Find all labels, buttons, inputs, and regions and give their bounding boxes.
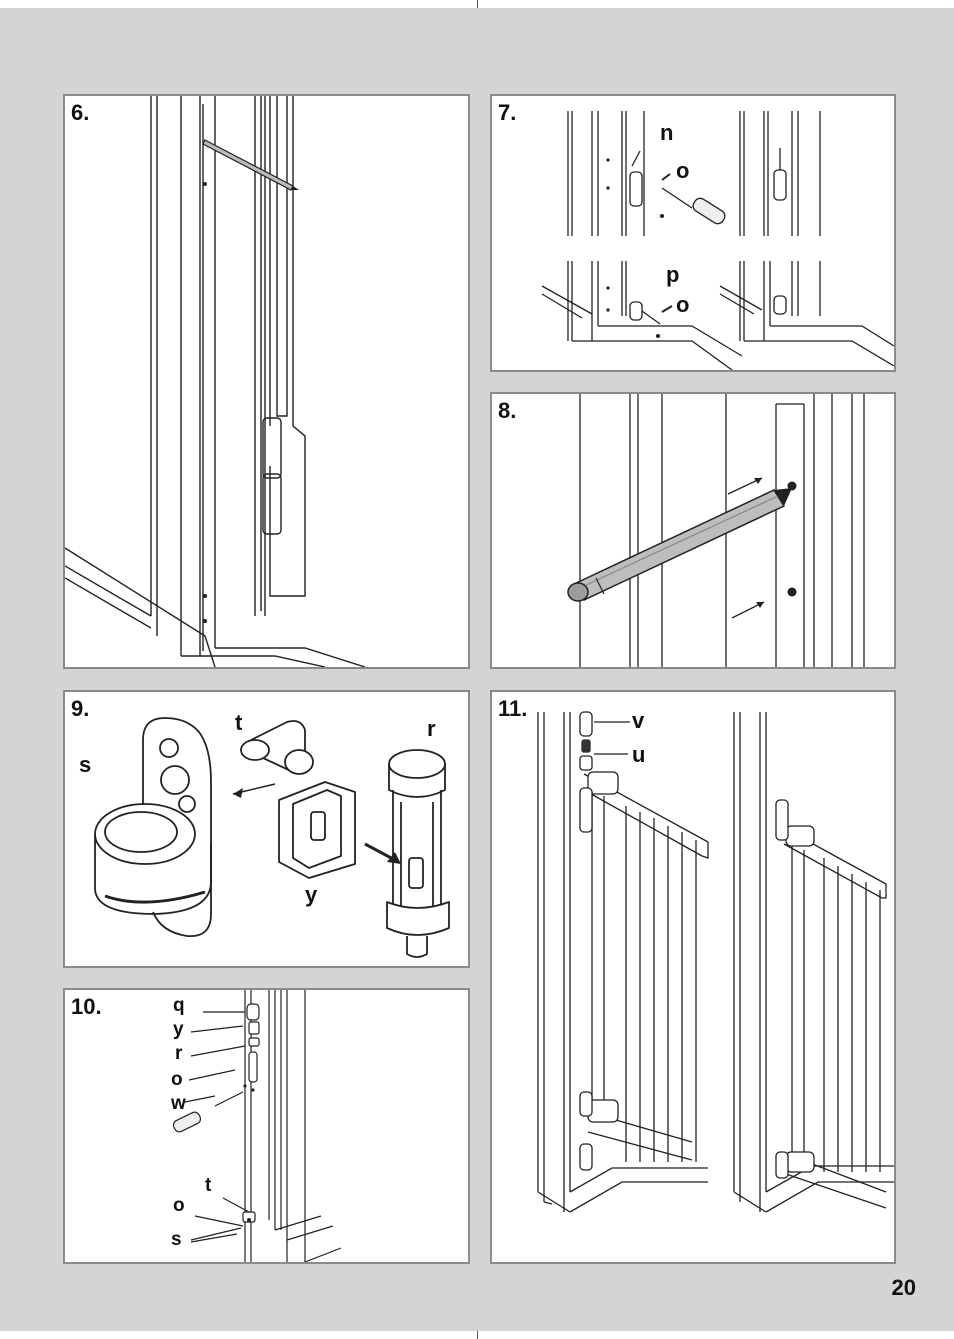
step-6-illustration: [65, 96, 468, 667]
step-number: 7.: [498, 100, 518, 126]
step-number: 6.: [71, 100, 91, 126]
part-label: y: [305, 884, 317, 906]
crop-mark: [477, 0, 478, 8]
instruction-sheet: 6.: [0, 8, 954, 1331]
step-7-panel: 7. n o p o: [490, 94, 896, 372]
part-label: o: [173, 1196, 185, 1215]
part-label: o: [171, 1070, 183, 1089]
step-10-illustration: [65, 990, 468, 1262]
drill-bit-icon: [203, 140, 299, 190]
part-label: w: [171, 1094, 186, 1113]
part-label: s: [171, 1230, 182, 1249]
part-label: s: [79, 754, 91, 776]
step-number: 9.: [71, 696, 91, 722]
step-6-panel: 6.: [63, 94, 470, 669]
part-label: r: [427, 718, 436, 740]
part-label: t: [235, 712, 242, 734]
part-label: q: [173, 996, 185, 1015]
step-number: 10.: [71, 994, 104, 1020]
part-label: p: [666, 264, 679, 286]
part-label: r: [175, 1044, 182, 1063]
step-11-illustration: [492, 692, 894, 1262]
step-11-panel: 11. v u: [490, 690, 896, 1264]
step-9-illustration: [65, 692, 468, 966]
part-label: v: [632, 710, 644, 732]
step-9-panel: 9. s t r y: [63, 690, 470, 968]
step-10-panel: 10. q y r o w t o s: [63, 988, 470, 1264]
part-label: o: [676, 294, 689, 316]
crop-mark: [477, 1331, 478, 1339]
step-number: 8.: [498, 398, 518, 424]
part-label: y: [173, 1020, 184, 1039]
step-7-illustration: [492, 96, 894, 370]
part-label: u: [632, 744, 645, 766]
step-8-illustration: [492, 394, 894, 667]
part-label: n: [660, 122, 673, 144]
drill-bit-icon: [568, 488, 792, 601]
step-8-panel: 8.: [490, 392, 896, 669]
part-label: o: [676, 160, 689, 182]
page-number: 20: [892, 1275, 916, 1301]
step-number: 11.: [498, 696, 529, 722]
part-label: t: [205, 1176, 211, 1195]
